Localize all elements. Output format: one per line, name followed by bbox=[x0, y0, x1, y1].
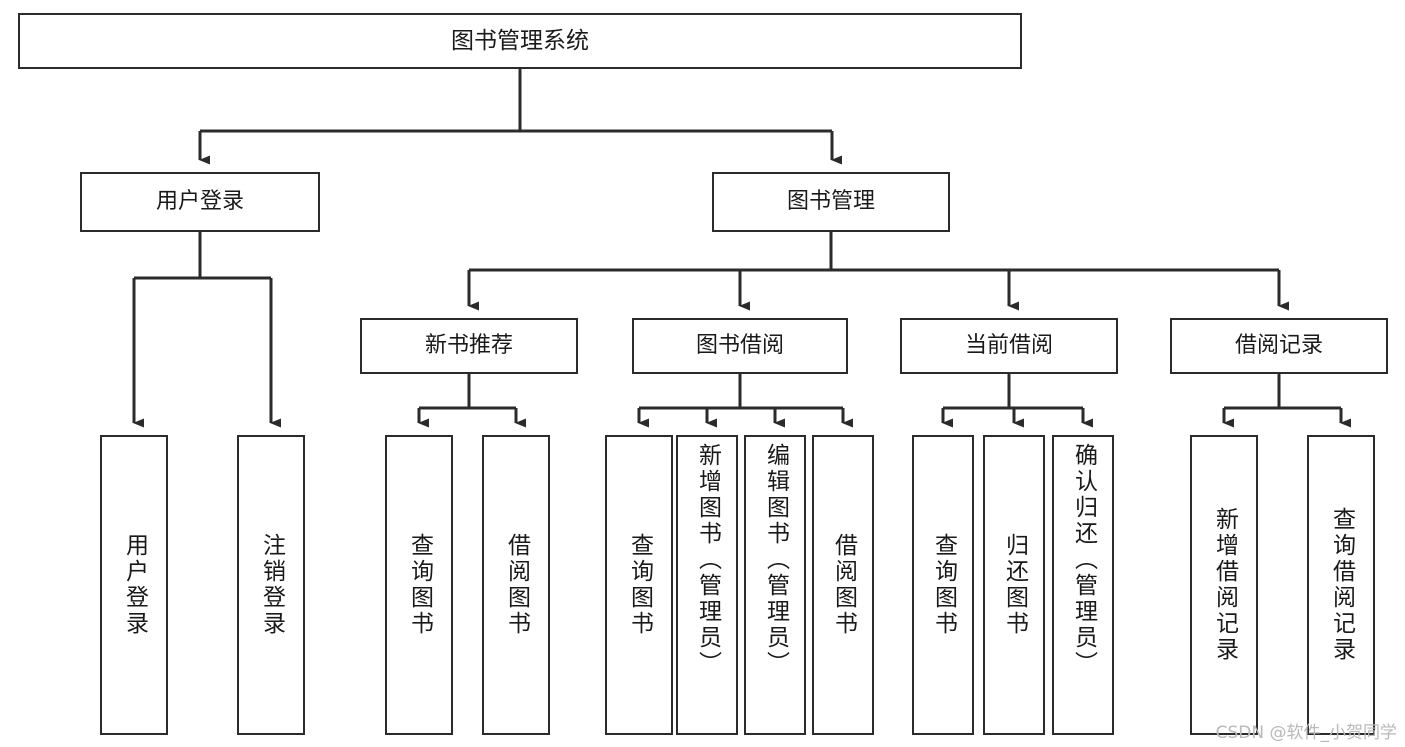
node-label: 注销登录 bbox=[258, 533, 285, 637]
node-root-label: 图书管理系统 bbox=[451, 27, 589, 54]
node-leaf-user-login[interactable]: 用户登录 bbox=[100, 435, 168, 735]
node-label: 归还图书 bbox=[1001, 533, 1028, 637]
node-leaf-add-book-admin[interactable]: 新增图书（管理员） bbox=[676, 435, 738, 735]
node-leaf-query-book-current[interactable]: 查询图书 bbox=[912, 435, 974, 735]
node-borrow_record[interactable]: 借阅记录 bbox=[1170, 318, 1388, 374]
node-user_login[interactable]: 用户登录 bbox=[80, 172, 320, 232]
node-label: 确认归还（管理员） bbox=[1070, 443, 1097, 677]
node-label: 图书借阅 bbox=[695, 333, 784, 359]
node-label: 新书推荐 bbox=[424, 333, 513, 359]
node-label: 当前借阅 bbox=[964, 333, 1053, 359]
node-label: 借阅图书 bbox=[503, 533, 530, 637]
node-label: 查询图书 bbox=[626, 533, 653, 637]
node-leaf-return-book[interactable]: 归还图书 bbox=[983, 435, 1045, 735]
node-leaf-query-borrow-record[interactable]: 查询借阅记录 bbox=[1307, 435, 1375, 735]
node-label: 图书管理 bbox=[786, 189, 875, 215]
node-new_book_rec[interactable]: 新书推荐 bbox=[360, 318, 578, 374]
node-label: 编辑图书（管理员） bbox=[762, 443, 789, 677]
node-label: 查询图书 bbox=[930, 533, 957, 637]
node-leaf-add-borrow-record[interactable]: 新增借阅记录 bbox=[1190, 435, 1258, 735]
node-leaf-borrow-book-new[interactable]: 借阅图书 bbox=[482, 435, 550, 735]
node-book_manage[interactable]: 图书管理 bbox=[712, 172, 950, 232]
node-label: 查询图书 bbox=[406, 533, 433, 637]
node-leaf-query-book-new[interactable]: 查询图书 bbox=[385, 435, 453, 735]
node-leaf-query-book-borrow[interactable]: 查询图书 bbox=[605, 435, 673, 735]
node-book_borrow[interactable]: 图书借阅 bbox=[632, 318, 848, 374]
node-label: 新增图书（管理员） bbox=[694, 443, 721, 677]
node-root-book-management-system[interactable]: 图书管理系统 bbox=[18, 13, 1022, 69]
node-leaf-confirm-return[interactable]: 确认归还（管理员） bbox=[1052, 435, 1114, 735]
node-label: 用户登录 bbox=[155, 189, 244, 215]
node-leaf-logout[interactable]: 注销登录 bbox=[237, 435, 305, 735]
node-label: 查询借阅记录 bbox=[1328, 507, 1355, 663]
node-leaf-edit-book-admin[interactable]: 编辑图书（管理员） bbox=[744, 435, 806, 735]
node-current_borrow[interactable]: 当前借阅 bbox=[900, 318, 1118, 374]
node-leaf-borrow-book[interactable]: 借阅图书 bbox=[812, 435, 874, 735]
node-label: 用户登录 bbox=[121, 533, 148, 637]
node-label: 新增借阅记录 bbox=[1211, 507, 1238, 663]
node-label: 借阅记录 bbox=[1234, 333, 1323, 359]
node-label: 借阅图书 bbox=[830, 533, 857, 637]
